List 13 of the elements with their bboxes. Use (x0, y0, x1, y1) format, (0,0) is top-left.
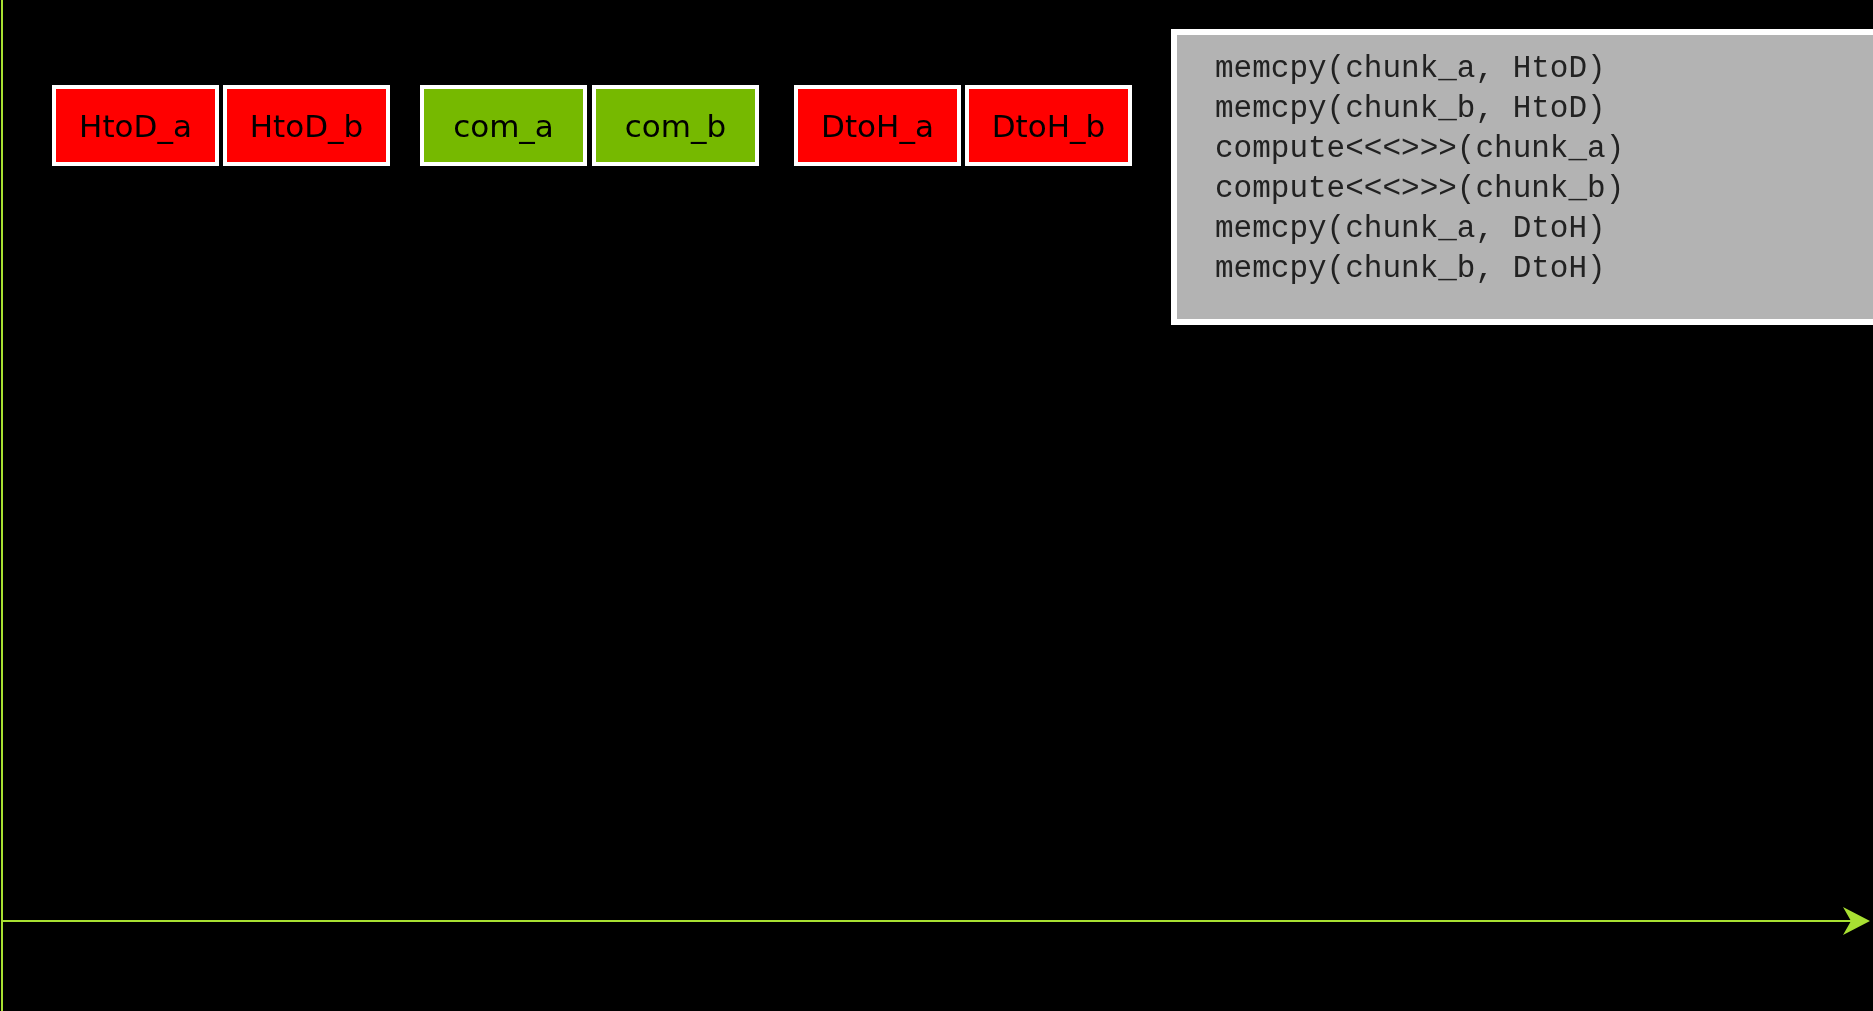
code-line: compute<<<>>>(chunk_b) (1215, 170, 1626, 208)
code-line: memcpy(chunk_a, DtoH) (1215, 210, 1607, 248)
code-line: memcpy(chunk_a, HtoD) (1215, 50, 1607, 88)
code-line: memcpy(chunk_b, HtoD) (1215, 90, 1607, 128)
task-block: DtoH_a (794, 85, 961, 166)
code-line: compute<<<>>>(chunk_a) (1215, 130, 1626, 168)
task-block: com_b (592, 85, 759, 166)
code-line: memcpy(chunk_b, DtoH) (1215, 250, 1607, 288)
task-block: DtoH_b (965, 85, 1132, 166)
code-panel (1171, 29, 1873, 325)
task-block: HtoD_a (52, 85, 219, 166)
task-block: HtoD_b (223, 85, 390, 166)
task-block: com_a (420, 85, 587, 166)
